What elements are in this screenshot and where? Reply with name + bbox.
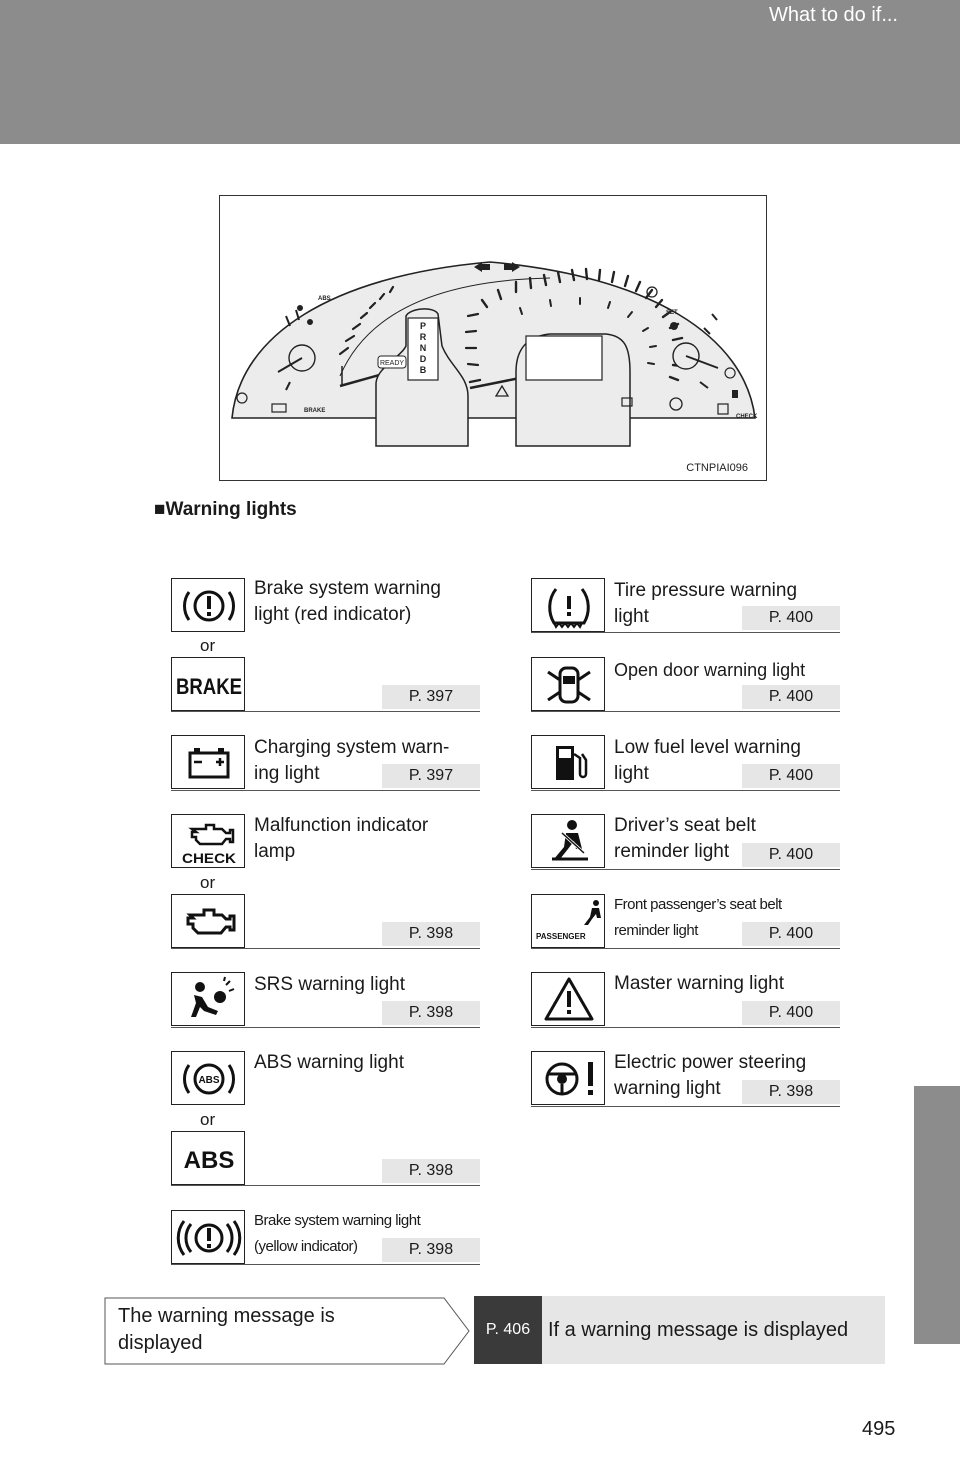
brake-yellow-icon (171, 1210, 245, 1264)
or-label-malfunction: or (200, 873, 216, 892)
page-header: What to do if... (0, 0, 960, 144)
abs-label: ABS warning light (254, 1052, 404, 1073)
abs-text-icon: ABS (171, 1131, 245, 1185)
header-title: What to do if... (769, 4, 898, 26)
tire-pressure-icon (531, 578, 605, 632)
gear-n: N (420, 343, 427, 353)
gear-d: D (420, 354, 427, 364)
page-ref-srs: P. 398 (382, 1001, 480, 1025)
row-divider (171, 1027, 480, 1028)
engine-icon (171, 894, 245, 948)
page-ref-passenger: P. 400 (742, 922, 840, 946)
brake-text-icon: BRAKE (171, 657, 245, 711)
page-ref-brake-yellow: P. 398 (382, 1238, 480, 1262)
passenger-icon-text: PASSENGER (536, 932, 586, 941)
ready-indicator: READY (380, 360, 404, 367)
page-ref-tire: P. 400 (742, 606, 840, 630)
airbag-icon (171, 972, 245, 1026)
page-ref-warning-message[interactable]: P. 406 (474, 1296, 542, 1364)
set-indicator-small: SET (666, 310, 678, 316)
row-divider (171, 1264, 480, 1265)
check-icon-text: CHECK (182, 850, 236, 866)
battery-icon (171, 735, 245, 789)
gear-p: P (420, 321, 426, 331)
gear-b: B (420, 365, 427, 375)
warning-message-link[interactable]: If a warning message is displayed (542, 1296, 885, 1364)
row-divider (171, 948, 480, 949)
abs-circle-icon: ABS (171, 1051, 245, 1105)
or-label-brake: or (200, 636, 216, 655)
abs-icon-text: ABS (184, 1147, 235, 1174)
section-title: ■Warning lights (154, 499, 297, 521)
page-ref-brake: P. 397 (382, 685, 480, 709)
section-title-text: Warning lights (165, 499, 297, 520)
seatbelt-icon (531, 814, 605, 868)
row-divider (531, 1027, 840, 1028)
instrument-cluster-illustration: P R N D B READY ABS BRAKE SET CHECK (231, 261, 758, 447)
passenger-seatbelt-icon: PASSENGER (531, 894, 605, 948)
page-ref-master: P. 400 (742, 1001, 840, 1025)
fuel-icon (531, 735, 605, 789)
or-label-abs: or (200, 1110, 216, 1129)
abs-indicator-small: ABS (318, 296, 331, 302)
row-divider (171, 790, 480, 791)
master-warning-icon (531, 972, 605, 1026)
steering-warning-icon (531, 1051, 605, 1105)
figure-code: CTNPIAI096 (686, 462, 748, 474)
charging-label: Charging system warn-ing light (254, 737, 450, 784)
page-ref-fuel: P. 400 (742, 764, 840, 788)
page-ref-charging: P. 397 (382, 764, 480, 788)
open-door-label: Open door warning light (614, 660, 806, 680)
brake-indicator-small: BRAKE (304, 408, 325, 414)
brake-circle-icon (171, 578, 245, 632)
row-divider (531, 948, 840, 949)
row-divider (171, 1185, 480, 1186)
chapter-tab (914, 1086, 960, 1344)
brake-icon-text: BRAKE (176, 674, 242, 699)
row-divider (531, 632, 840, 633)
master-warning-label: Master warning light (614, 973, 785, 994)
page-ref-steering: P. 398 (742, 1080, 840, 1104)
section-bullet: ■ (154, 499, 166, 520)
brake-yellow-label: Brake system warning light(yellow indica… (254, 1212, 421, 1255)
page-ref-door: P. 400 (742, 685, 840, 709)
row-divider (531, 1106, 840, 1107)
engine-check-icon: CHECK (171, 814, 245, 868)
open-door-icon (531, 657, 605, 711)
page-ref-malfunction: P. 398 (382, 922, 480, 946)
check-indicator-small: CHECK (736, 414, 758, 420)
page-ref-abs: P. 398 (382, 1159, 480, 1183)
row-divider (171, 711, 480, 712)
abs-circle-text: ABS (198, 1075, 219, 1086)
instrument-cluster-figure: P R N D B READY ABS BRAKE SET CHECK (219, 195, 767, 481)
row-divider (531, 790, 840, 791)
page-number: 495 (862, 1418, 896, 1440)
gear-r: R (420, 332, 427, 342)
row-divider (531, 869, 840, 870)
page-ref-seatbelt: P. 400 (742, 843, 840, 867)
srs-label: SRS warning light (254, 974, 406, 995)
row-divider (531, 711, 840, 712)
